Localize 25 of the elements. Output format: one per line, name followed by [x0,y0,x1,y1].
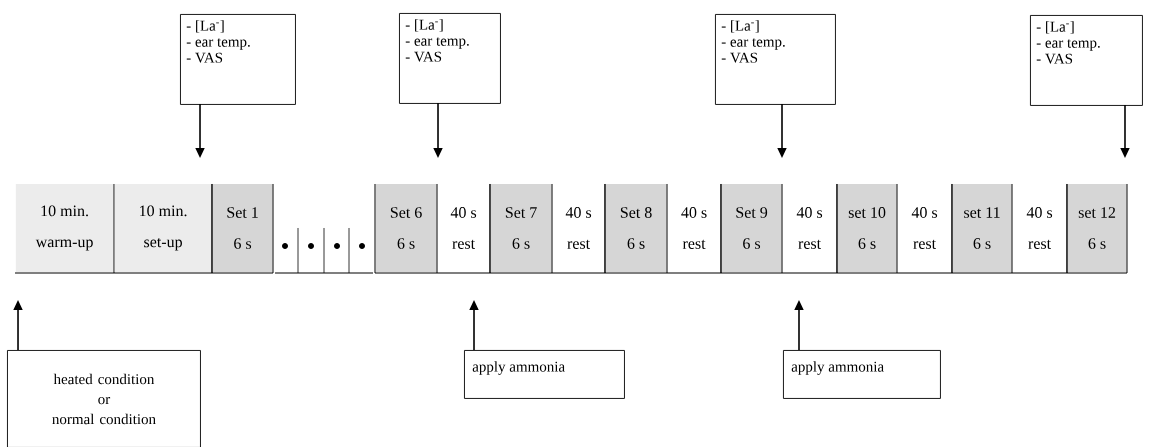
timeline-cell: 10 min. warm-up [14,183,115,274]
timeline-cell: 40 s rest [781,183,838,274]
note-box: apply ammonia [464,350,625,399]
timeline-cell: set 12 6 s [1066,183,1128,274]
note-box: - [La$^{-}$] - ear temp. - VAS [1030,15,1143,106]
timeline-cell: 40 s rest [896,183,953,274]
timeline-cell: Set 9 6 s [720,183,783,274]
timeline-cell: 40 s rest [436,183,491,274]
timeline-cell: Set 6 6 s [374,183,438,274]
note-box: apply ammonia [783,350,941,399]
node-label: set-up [144,238,182,251]
node-label: 10 min. [140,205,187,217]
timeline-cell: Set 8 6 s [604,183,668,274]
note-box: heated condition or normal condition [7,350,201,447]
note-box: - [La$^{-}$] - ear temp. - VAS [399,13,501,104]
timeline-cell: Set 7 6 s [489,183,553,274]
timeline-cell: set 11 6 s [951,183,1013,274]
timeline-cell: Set 1 6 s [211,183,274,274]
timeline-cell: 40 s rest [551,183,606,274]
timeline-cell: set 10 6 s [836,183,898,274]
timeline-cell: 40 s rest [666,183,722,274]
note-box: - [La$^{-}$] - ear temp. - VAS [715,14,836,105]
timeline-cell: 10 min. set-up [113,183,213,274]
note-box: - [La$^{-}$] - ear temp. - VAS [180,14,296,105]
timeline-cell: 40 s rest [1011,183,1068,274]
